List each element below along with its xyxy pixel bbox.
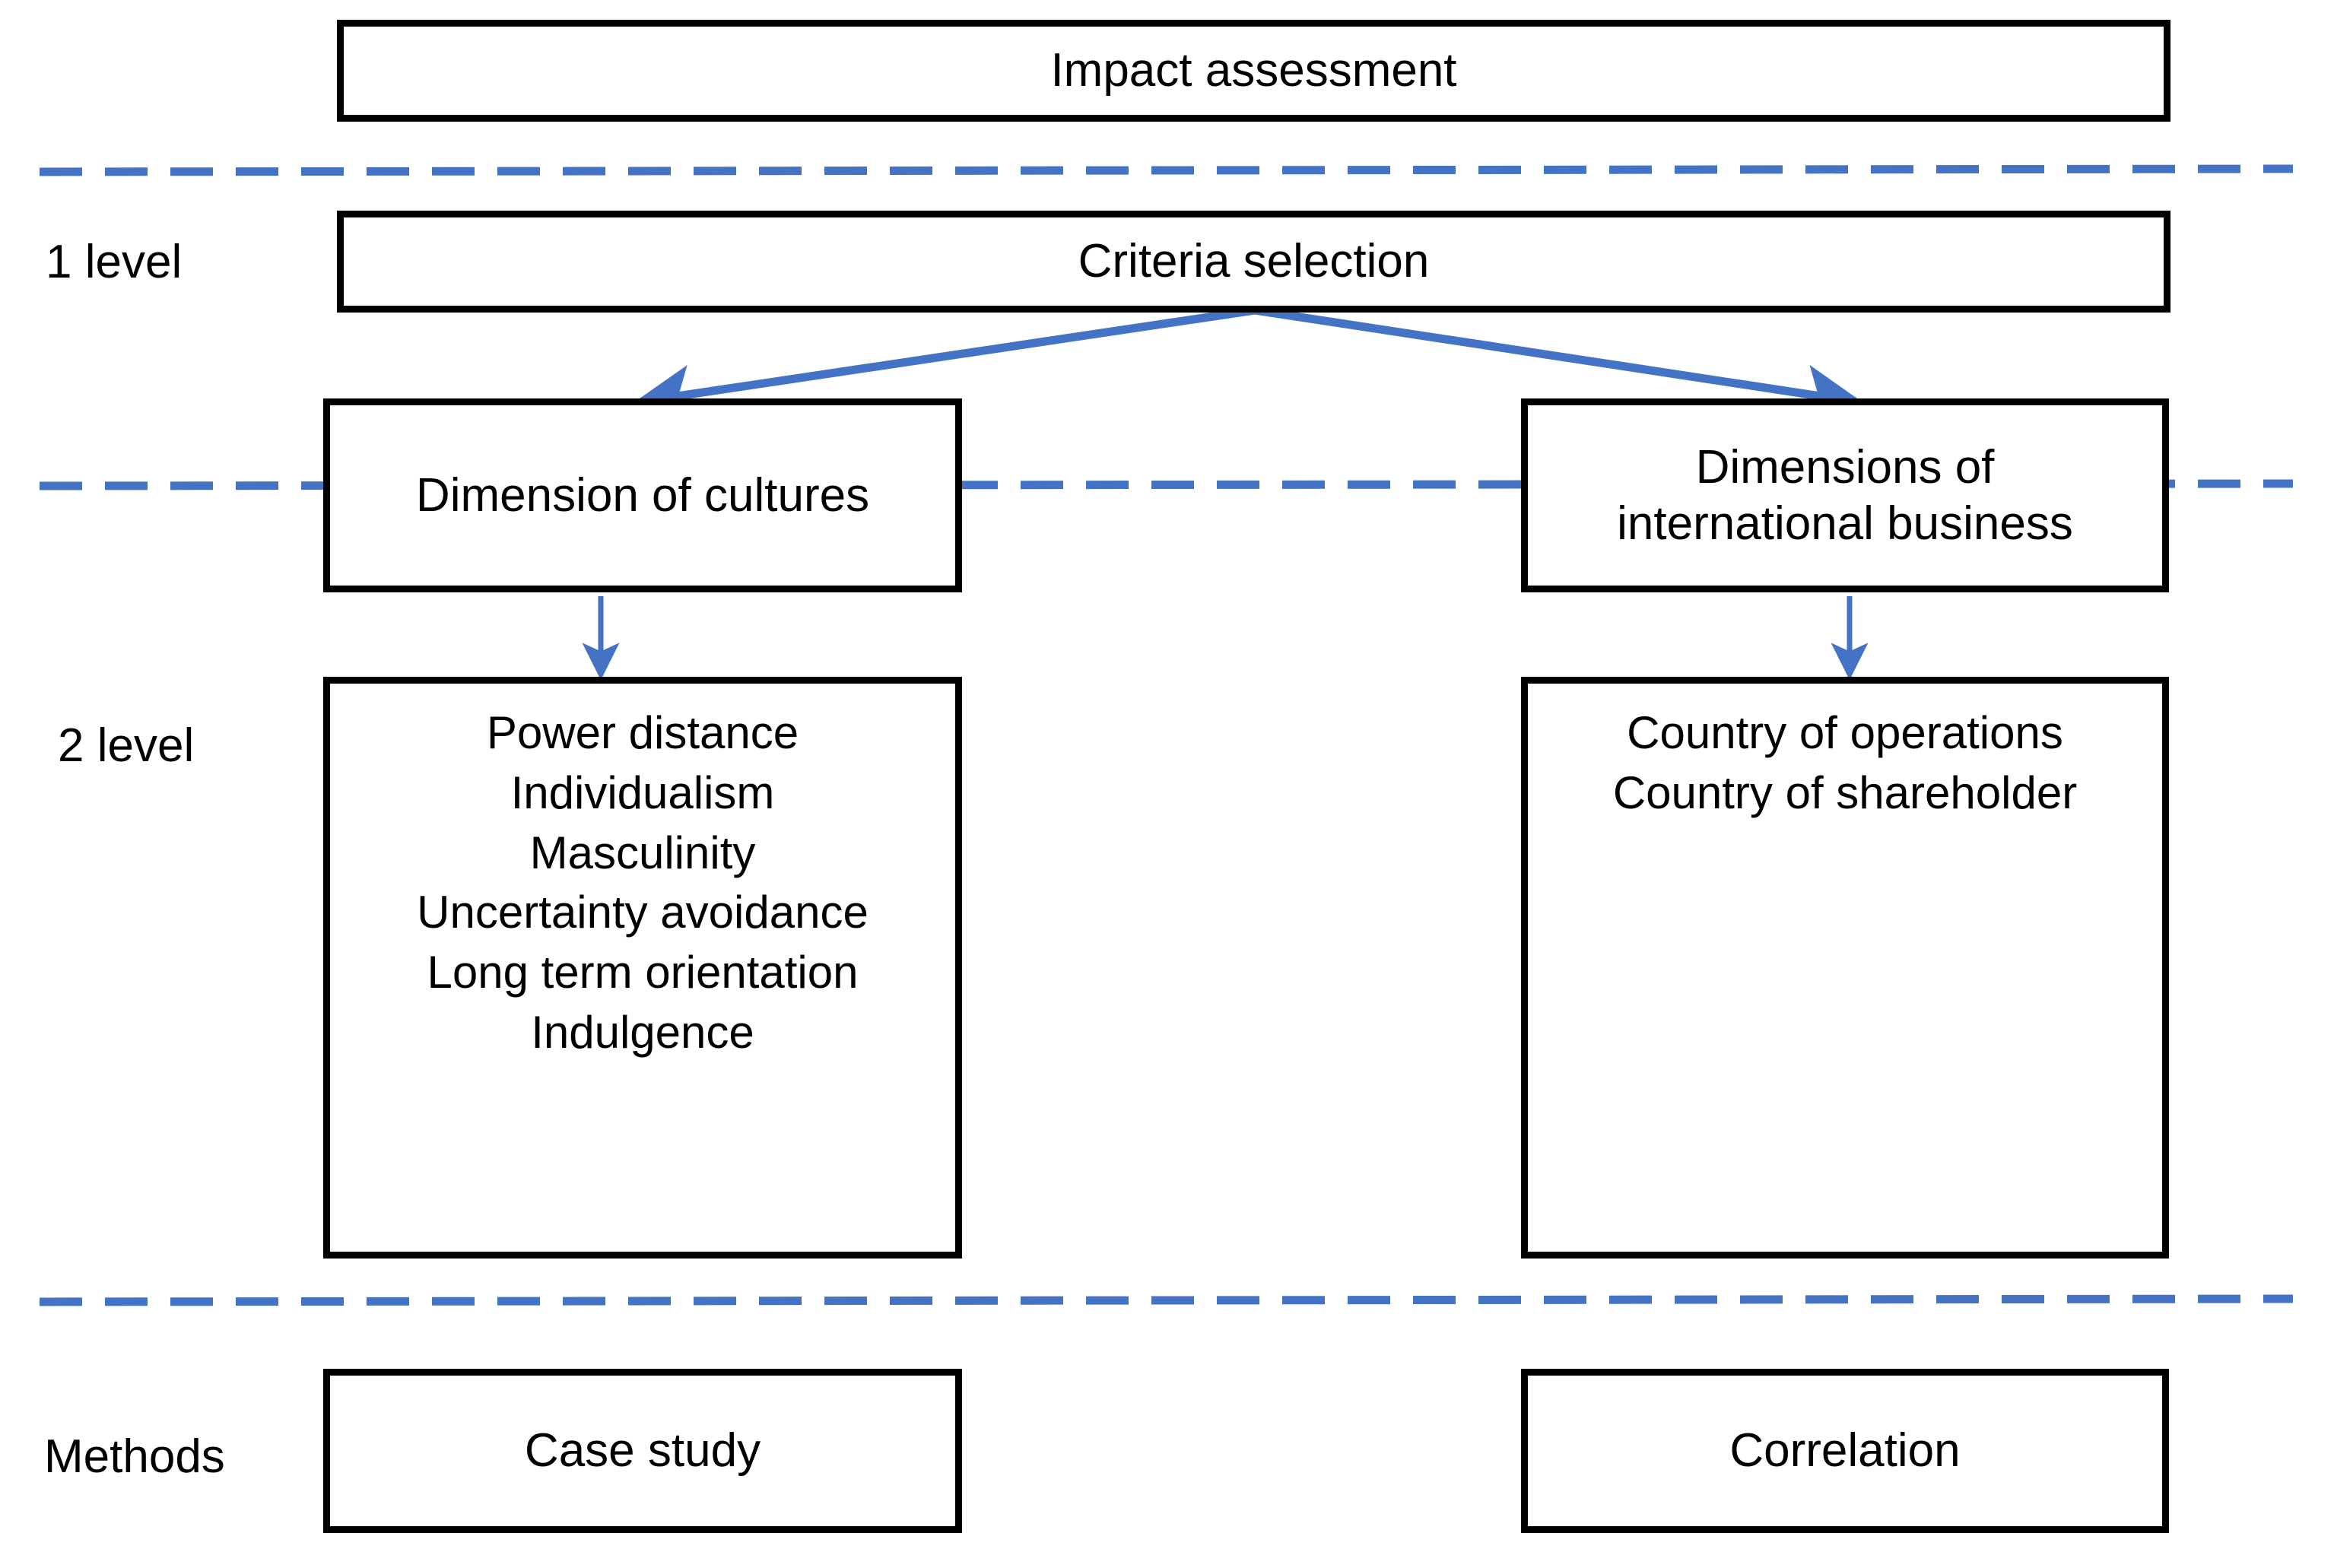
business-dimension-item: Country of operations (1627, 707, 2063, 758)
culture-dimension-item: Power distance (486, 707, 799, 758)
row-label-level-2: 2 level (58, 719, 195, 772)
node-dimensions-of-international-business: Dimensions of international business (1521, 398, 2169, 592)
node-dimension-of-cultures-label: Dimension of cultures (415, 468, 870, 522)
node-dimension-of-cultures: Dimension of cultures (323, 398, 962, 592)
node-impact-assessment-label: Impact assessment (1050, 44, 1457, 97)
node-correlation-label: Correlation (1729, 1424, 1961, 1478)
culture-dimension-item: Indulgence (531, 1006, 754, 1058)
node-impact-assessment: Impact assessment (337, 20, 2170, 122)
culture-dimension-item: Individualism (510, 767, 775, 818)
node-case-study: Case study (323, 1369, 962, 1533)
culture-dimension-item: Masculinity (529, 827, 756, 878)
row-label-level-1: 1 level (46, 236, 183, 288)
connector-criteria-to-international-business (1254, 306, 1863, 423)
culture-dimension-item: Uncertainty avoidance (417, 887, 869, 938)
node-dimensions-of-international-business-label: Dimensions of international business (1617, 441, 2073, 550)
row-label-methods: Methods (44, 1430, 225, 1483)
node-criteria-selection-label: Criteria selection (1078, 235, 1430, 288)
separator-above-methods (39, 1294, 2294, 1306)
node-criteria-selection: Criteria selection (337, 211, 2170, 313)
connector-criteria-to-cultures (634, 306, 1256, 424)
business-dimension-item: Country of shareholder (1612, 767, 2078, 818)
separator-above-level-1 (39, 164, 2294, 176)
node-case-study-label: Case study (524, 1424, 761, 1478)
culture-dimension-item: Long term orientation (427, 947, 859, 998)
node-correlation: Correlation (1521, 1369, 2169, 1533)
